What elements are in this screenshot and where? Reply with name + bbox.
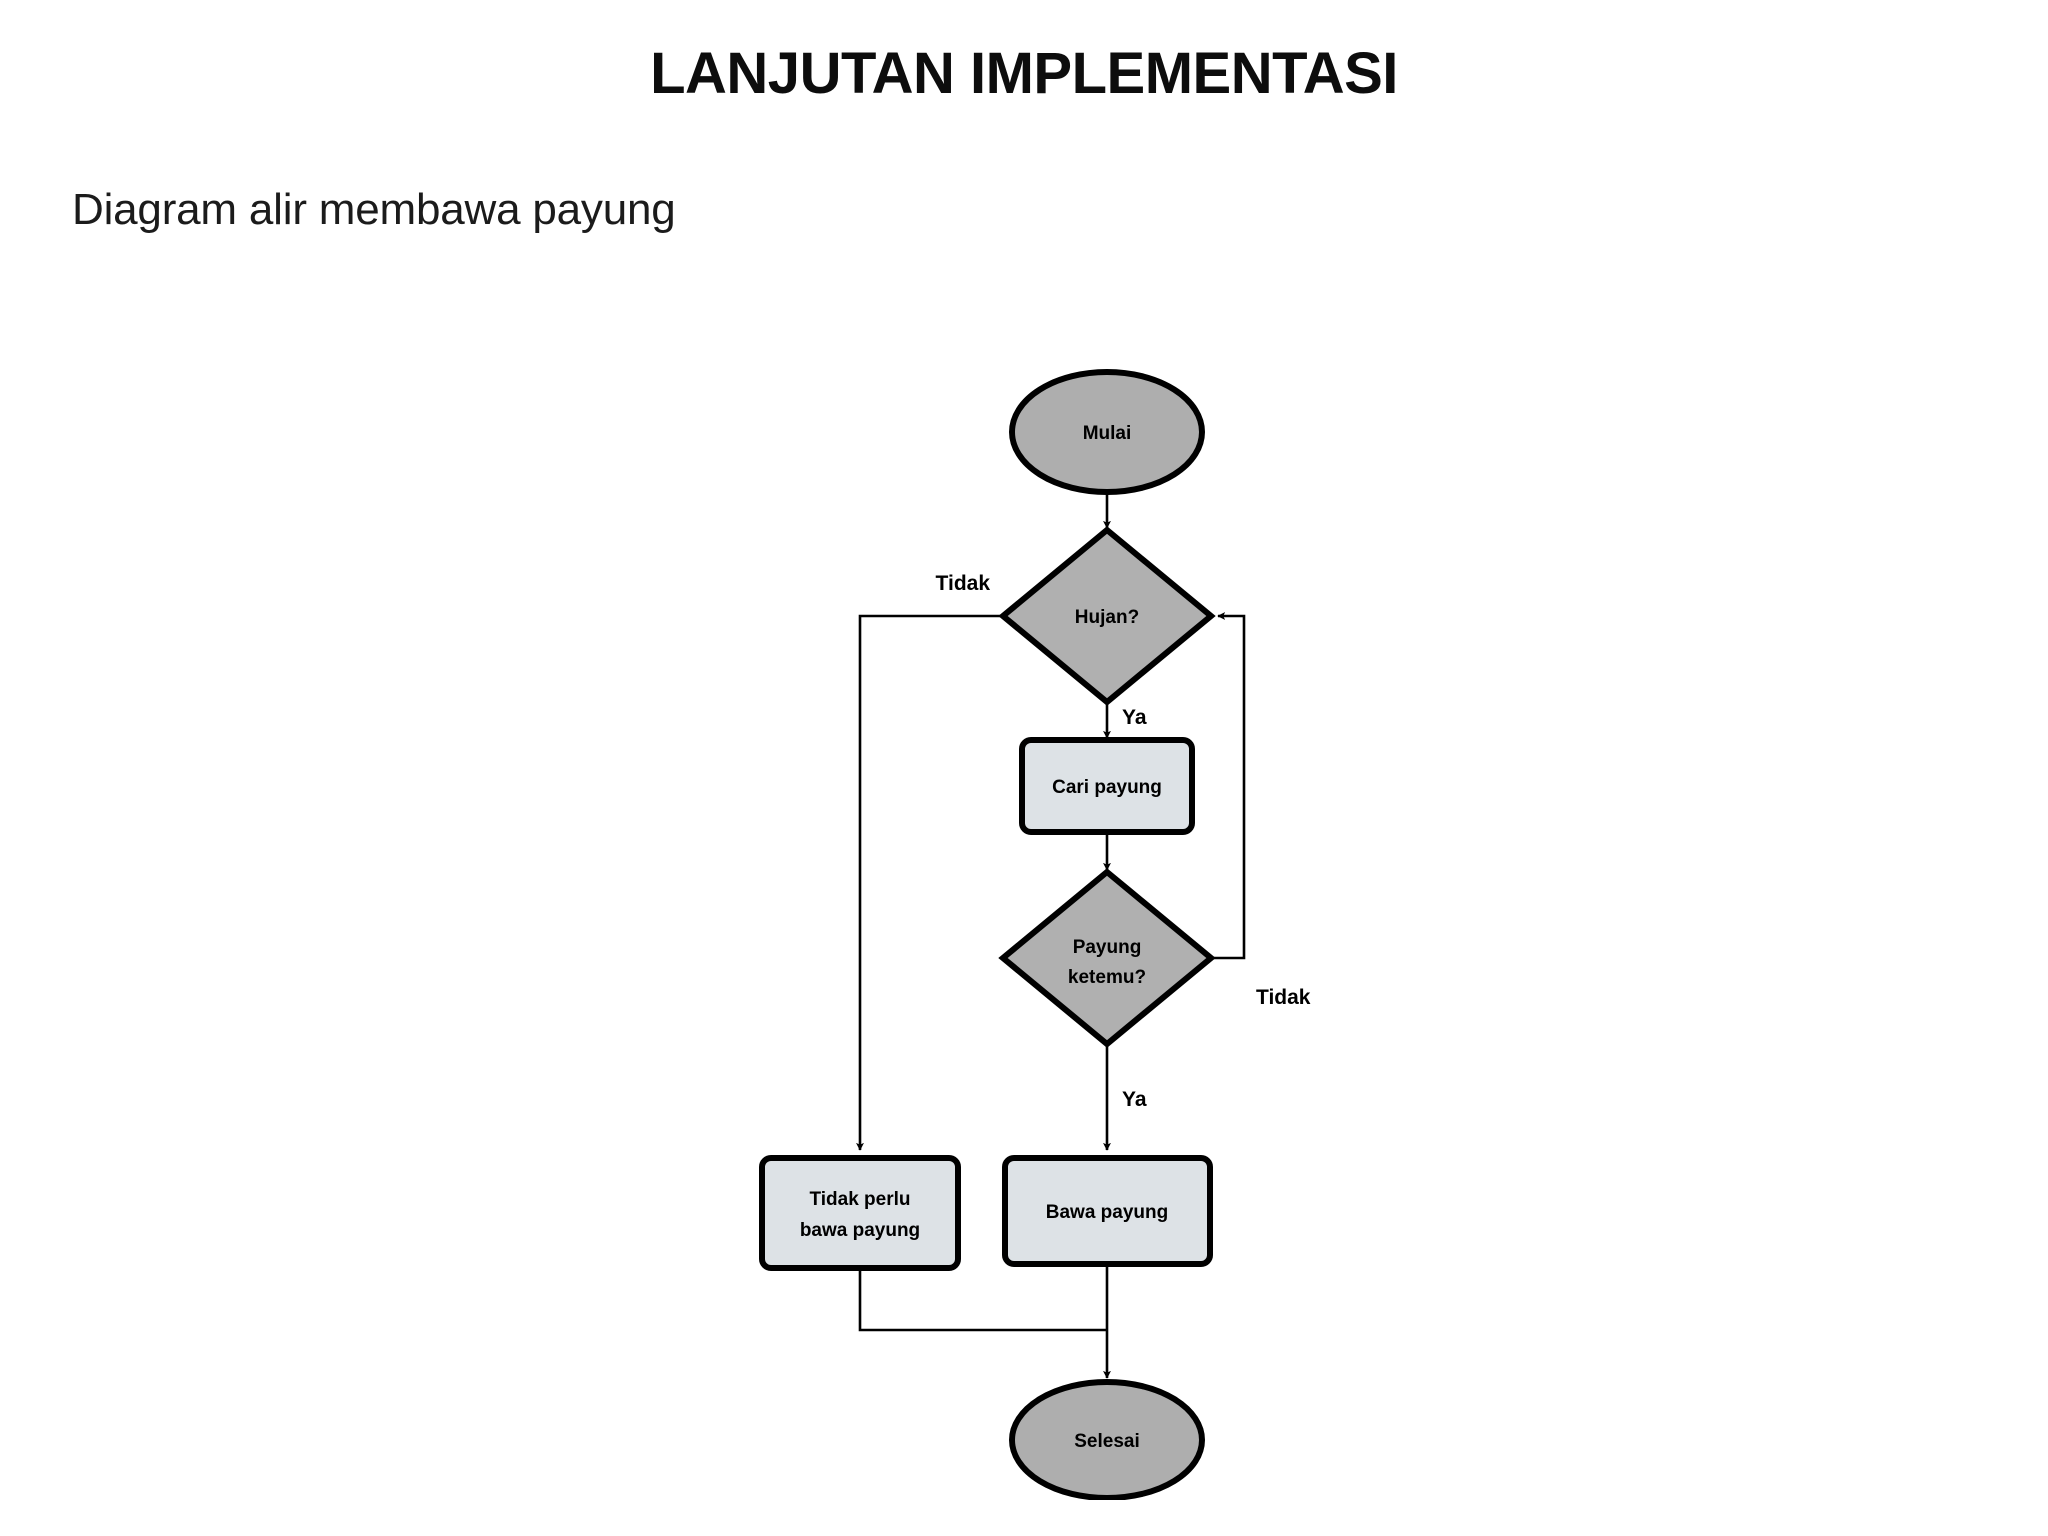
node-mulai-shape (1009, 369, 1205, 495)
edge-ketemu-tidak-loopback (1211, 612, 1246, 960)
edge-tidakperlu-to-merge (858, 1270, 1107, 1332)
page-title: LANJUTAN IMPLEMENTASI (650, 41, 1398, 106)
node-payung-ketemu[interactable]: Payung ketemu? (998, 868, 1216, 1048)
flowchart-svg: Tidak Ya Tidak Ya Mulai Hujan? Cari payu… (759, 369, 1311, 1500)
slide-subtitle: Diagram alir membawa payung (72, 185, 676, 234)
node-payung-ketemu-shape (998, 868, 1216, 1048)
node-cari-payung-shape (1019, 737, 1195, 835)
node-tidak-perlu-label-line1: Tidak perlu (809, 1189, 910, 1210)
flowchart: Tidak Ya Tidak Ya Mulai Hujan? Cari payu… (700, 320, 1340, 1500)
edge-label-hujan-tidak: Tidak (936, 572, 991, 595)
node-mulai-label: Mulai (1083, 423, 1132, 444)
node-hujan[interactable]: Hujan? (998, 526, 1216, 706)
node-mulai[interactable]: Mulai (1009, 369, 1205, 495)
edge-label-hujan-ya: Ya (1122, 706, 1147, 729)
node-tidak-perlu-shape (759, 1155, 961, 1271)
node-bawa-payung-shape (1002, 1155, 1213, 1267)
node-cari-payung[interactable]: Cari payung (1019, 737, 1195, 835)
node-selesai[interactable]: Selesai (1009, 1379, 1205, 1500)
edge-label-ketemu-tidak: Tidak (1256, 986, 1311, 1009)
node-tidak-perlu-bawa-payung[interactable]: Tidak perlu bawa payung (759, 1155, 961, 1271)
edge-hujan-tidak (856, 614, 1003, 1151)
node-bawa-payung-label: Bawa payung (1046, 1202, 1168, 1223)
edge-label-ketemu-ya: Ya (1122, 1088, 1147, 1111)
node-hujan-label: Hujan? (1075, 607, 1139, 628)
node-cari-payung-label: Cari payung (1052, 777, 1162, 798)
node-payung-ketemu-label-line2: ketemu? (1068, 967, 1146, 988)
node-hujan-shape (998, 526, 1216, 706)
node-bawa-payung[interactable]: Bawa payung (1002, 1155, 1213, 1267)
node-payung-ketemu-label-line1: Payung (1073, 937, 1142, 958)
node-selesai-label: Selesai (1074, 1431, 1140, 1452)
node-tidak-perlu-label-line2: bawa payung (800, 1220, 920, 1241)
node-selesai-shape (1009, 1379, 1205, 1500)
